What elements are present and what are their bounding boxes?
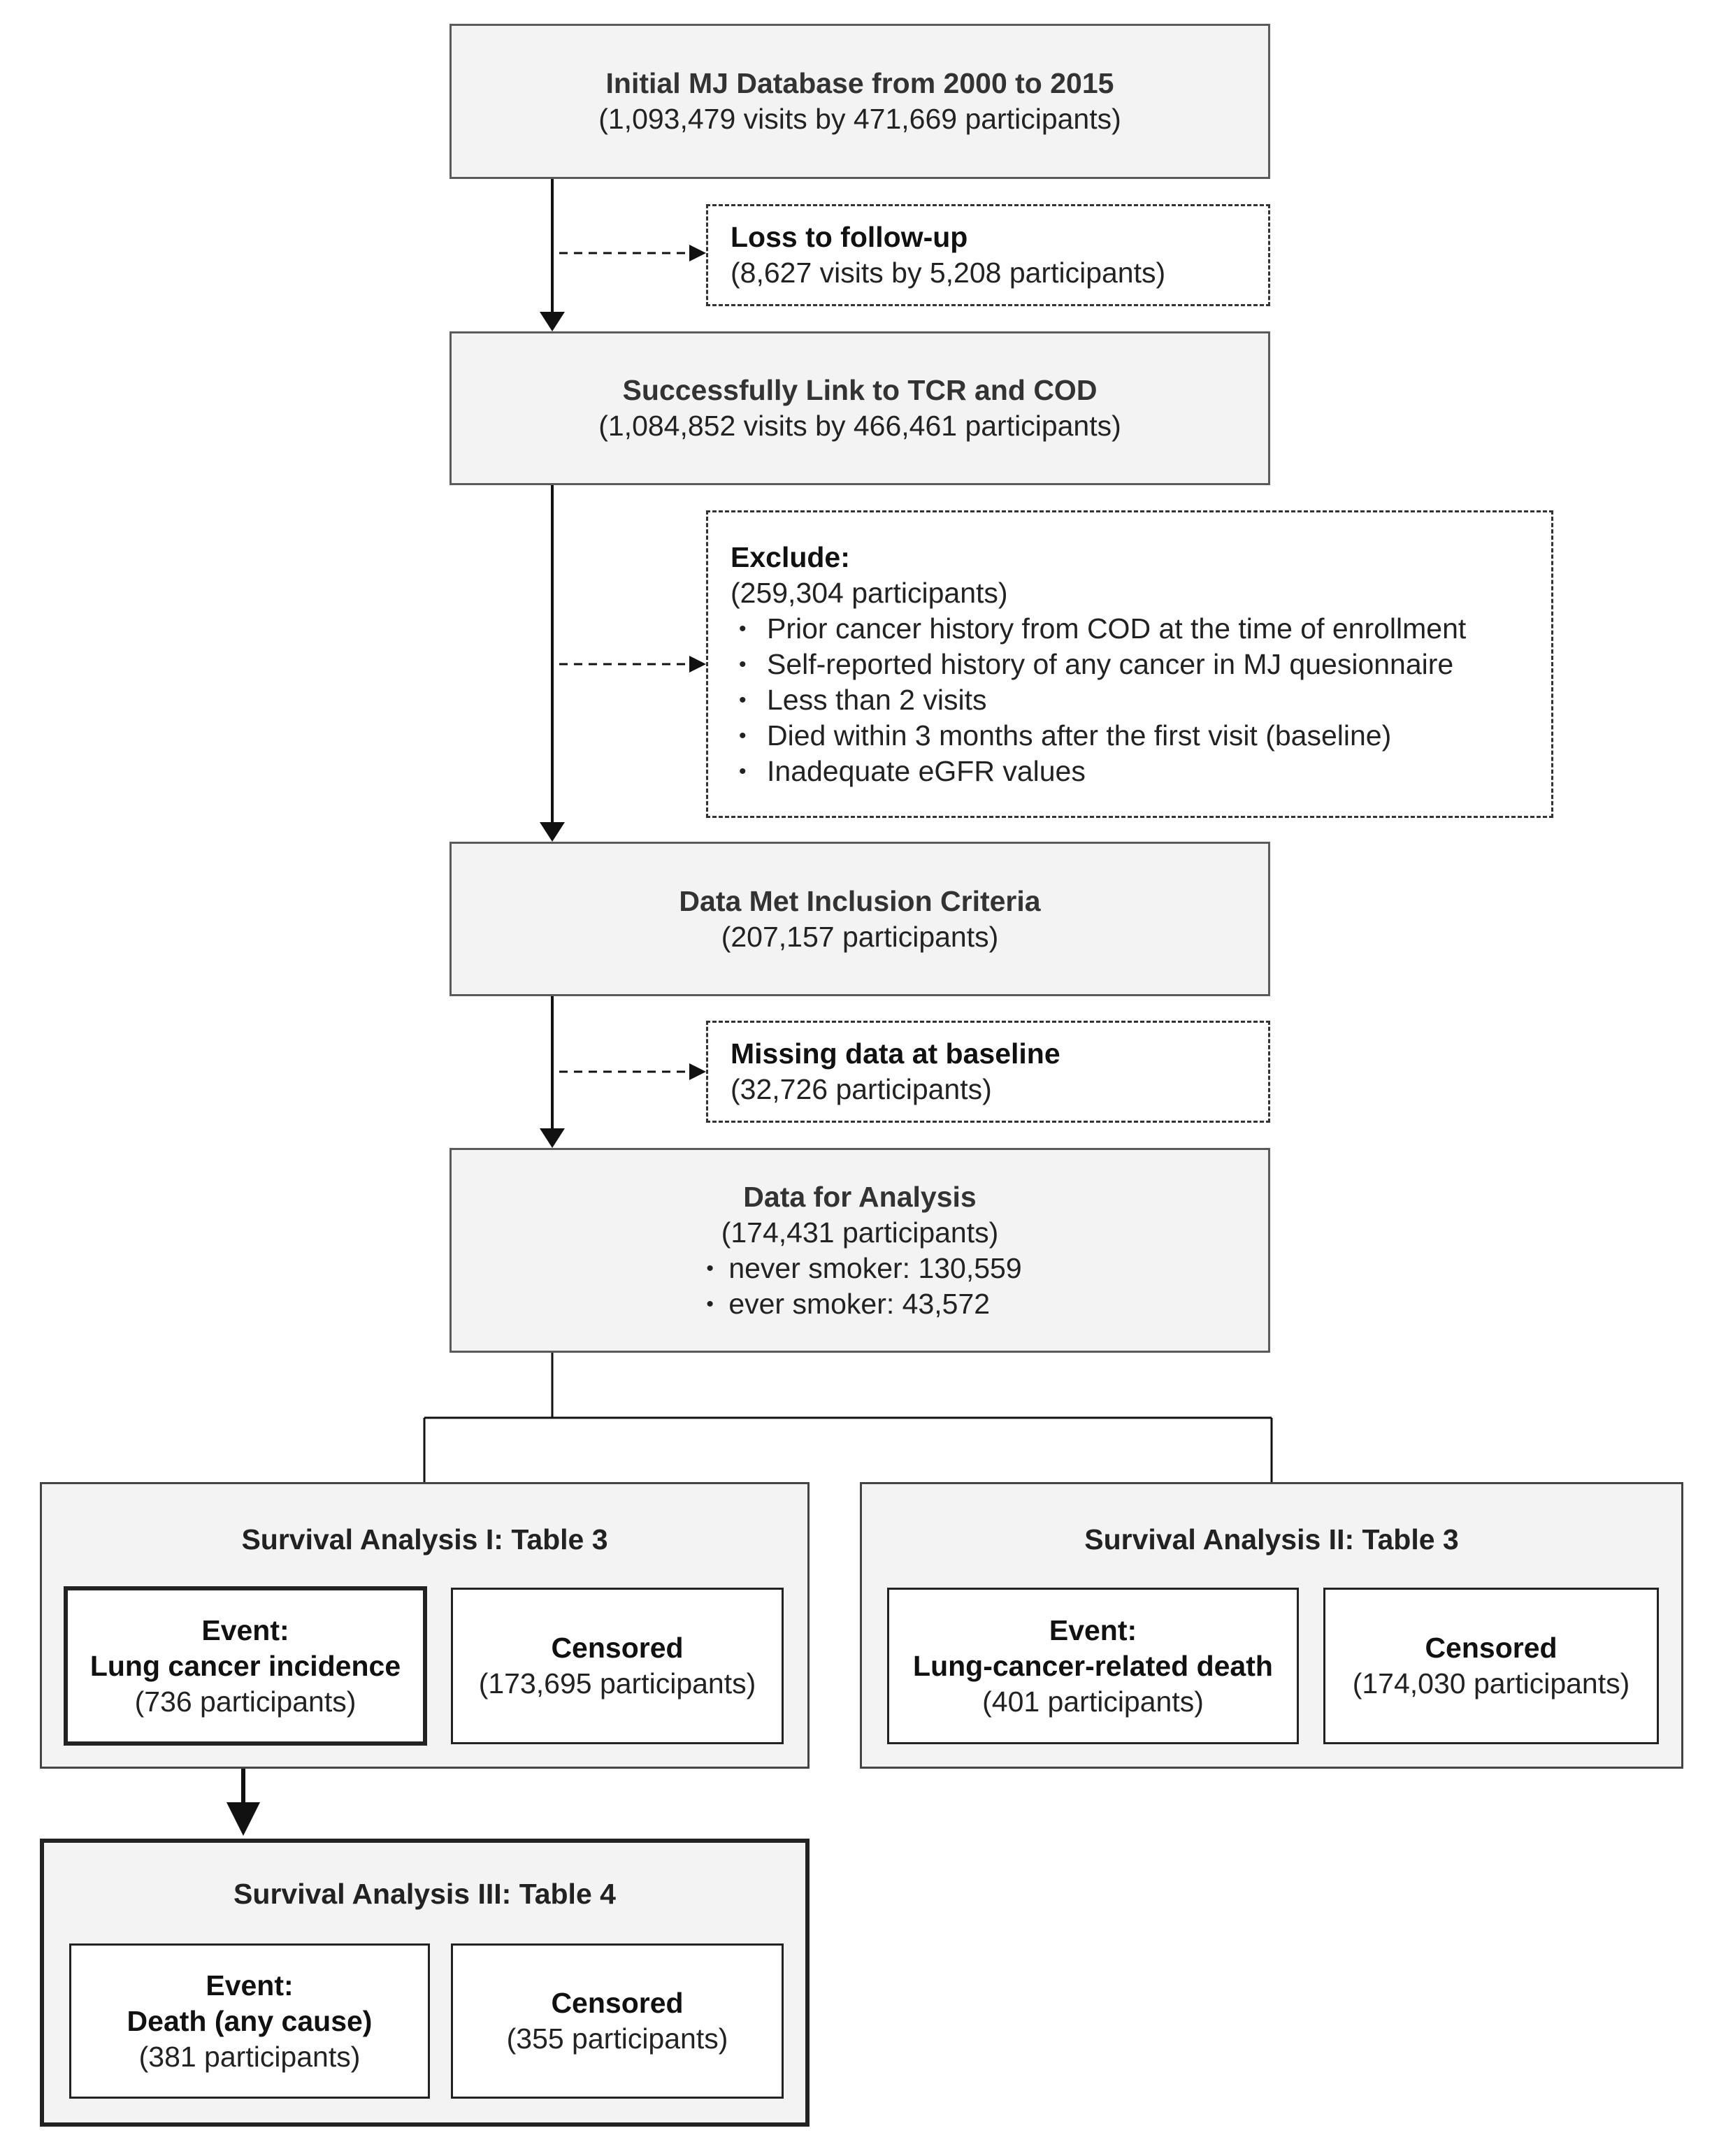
linked-database-detail: (1,084,852 visits by 466,461 participant… (598, 410, 1121, 442)
loss-to-followup-title: Loss to follow-up (731, 221, 968, 253)
initial-database-detail: (1,093,479 visits by 471,669 participant… (598, 103, 1121, 135)
analysis-data-list: never smoker: 130,559 ever smoker: 43,57… (698, 1251, 1021, 1322)
survival-3-censored-box: Censored (355 participants) (451, 1943, 784, 2099)
initial-database-title: Initial MJ Database from 2000 to 2015 (605, 67, 1114, 99)
survival-2-event-name: Lung-cancer-related death (913, 1649, 1273, 1682)
missing-data-title: Missing data at baseline (731, 1037, 1060, 1070)
arrowhead-survival3 (226, 1802, 260, 1836)
exclude-title: Exclude: (731, 540, 850, 573)
exclude-item: Died within 3 months after the first vis… (731, 718, 1466, 754)
exclude-detail: (259,304 participants) (731, 576, 1008, 609)
survival-1-event-count: (736 participants) (134, 1685, 357, 1718)
exclude-item: Less than 2 visits (731, 682, 1466, 718)
survival-1-censored-label: Censored (551, 1632, 684, 1664)
survival-1-censored-count: (173,695 participants) (478, 1667, 756, 1699)
survival-3-event-name: Death (any cause) (127, 2004, 373, 2037)
survival-analysis-3-title: Survival Analysis III: Table 4 (233, 1878, 616, 1910)
arrowhead-missing (689, 1063, 706, 1080)
survival-1-event-label: Event: (201, 1614, 289, 1646)
analysis-data-item: never smoker: 130,559 (698, 1251, 1021, 1286)
survival-3-censored-label: Censored (551, 1987, 684, 2019)
survival-analysis-1-title: Survival Analysis I: Table 3 (241, 1523, 608, 1555)
loss-to-followup-box: Loss to follow-up (8,627 visits by 5,208… (706, 204, 1270, 306)
survival-analysis-3-group: Survival Analysis III: Table 4 Event: De… (40, 1839, 810, 2127)
missing-data-detail: (32,726 participants) (731, 1073, 992, 1105)
analysis-data-box: Data for Analysis (174,431 participants)… (449, 1148, 1270, 1353)
arrowhead-exclude (689, 656, 706, 673)
survival-3-event-box: Event: Death (any cause) (381 participan… (69, 1943, 430, 2099)
survival-3-censored-count: (355 participants) (506, 2022, 728, 2055)
linked-database-title: Successfully Link to TCR and COD (622, 374, 1098, 406)
survival-2-censored-count: (174,030 participants) (1352, 1667, 1630, 1699)
analysis-data-title: Data for Analysis (743, 1180, 977, 1213)
exclude-item: Prior cancer history from COD at the tim… (731, 611, 1466, 647)
survival-1-event-name: Lung cancer incidence (89, 1649, 401, 1682)
arrowhead-analysis (540, 1128, 565, 1148)
missing-data-box: Missing data at baseline (32,726 partici… (706, 1021, 1270, 1123)
loss-to-followup-detail: (8,627 visits by 5,208 participants) (731, 257, 1166, 289)
arrowhead-inclusion (540, 822, 565, 842)
survival-analysis-1-group: Survival Analysis I: Table 3 Event: Lung… (40, 1482, 810, 1769)
survival-2-censored-label: Censored (1425, 1632, 1558, 1664)
arrowhead-loss (689, 245, 706, 261)
survival-2-event-count: (401 participants) (982, 1685, 1204, 1718)
survival-analysis-2-group: Survival Analysis II: Table 3 Event: Lun… (860, 1482, 1683, 1769)
survival-2-censored-box: Censored (174,030 participants) (1323, 1588, 1659, 1744)
survival-2-event-box: Event: Lung-cancer-related death (401 pa… (887, 1588, 1299, 1744)
exclude-list: Prior cancer history from COD at the tim… (731, 611, 1466, 789)
survival-analysis-2-title: Survival Analysis II: Table 3 (1084, 1523, 1459, 1555)
survival-1-censored-box: Censored (173,695 participants) (451, 1588, 784, 1744)
exclude-item: Self-reported history of any cancer in M… (731, 647, 1466, 682)
arrowhead-linked (540, 312, 565, 331)
exclude-item: Inadequate eGFR values (731, 754, 1466, 789)
survival-1-event-box: Event: Lung cancer incidence (736 partic… (64, 1586, 427, 1746)
survival-2-event-label: Event: (1049, 1614, 1137, 1646)
exclude-box: Exclude: (259,304 participants) Prior ca… (706, 510, 1553, 818)
survival-3-event-count: (381 participants) (138, 2040, 361, 2073)
survival-3-event-label: Event: (206, 1969, 294, 2002)
inclusion-criteria-title: Data Met Inclusion Criteria (679, 884, 1041, 917)
analysis-data-detail: (174,431 participants) (721, 1216, 999, 1249)
initial-database-box: Initial MJ Database from 2000 to 2015 (1… (449, 24, 1270, 179)
inclusion-criteria-box: Data Met Inclusion Criteria (207,157 par… (449, 842, 1270, 996)
analysis-data-item: ever smoker: 43,572 (698, 1286, 1021, 1322)
linked-database-box: Successfully Link to TCR and COD (1,084,… (449, 331, 1270, 485)
inclusion-criteria-detail: (207,157 participants) (721, 920, 999, 953)
